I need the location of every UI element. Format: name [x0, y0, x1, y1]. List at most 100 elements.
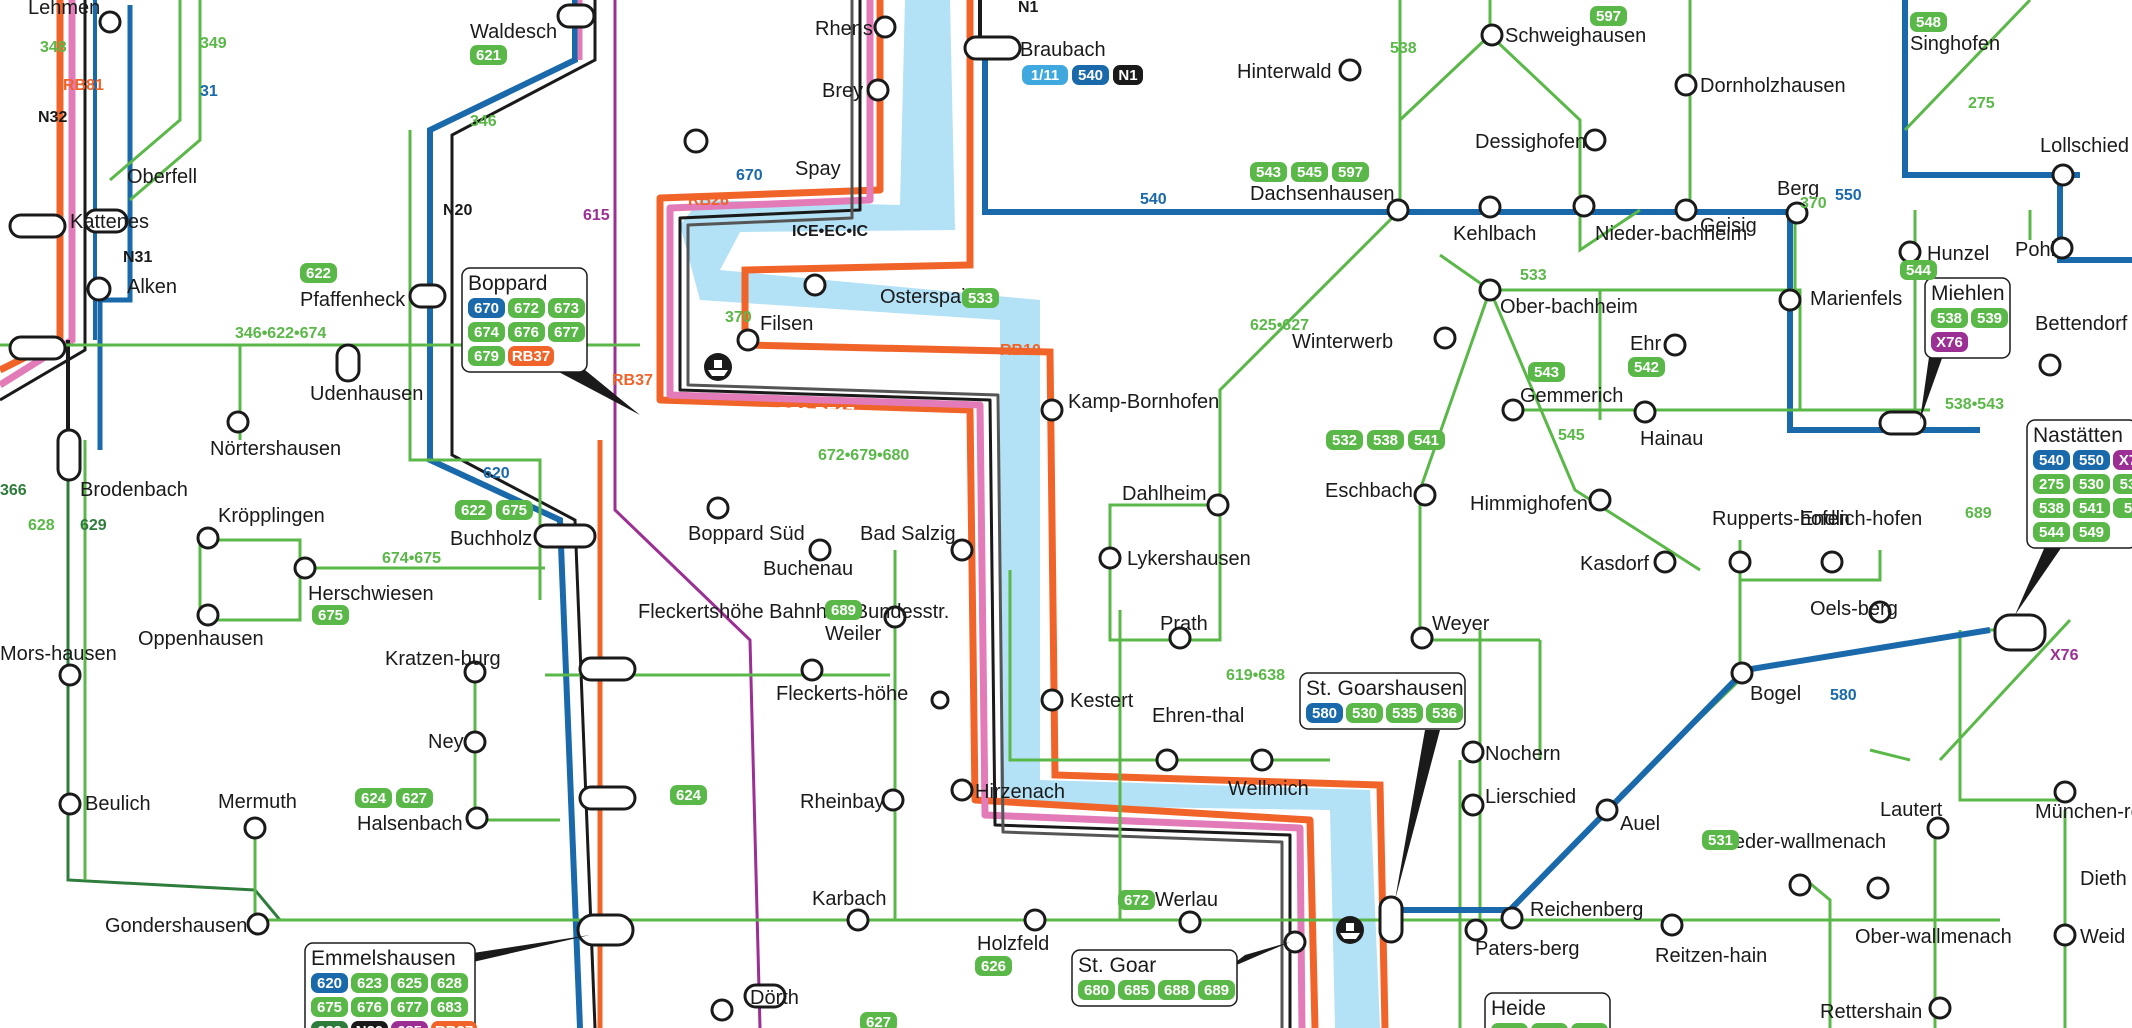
station-label: Kasdorf	[1580, 553, 1649, 575]
svg-text:543: 543	[1534, 364, 1559, 381]
line-label: 545	[1558, 427, 1585, 444]
svg-text:533: 533	[968, 290, 993, 307]
line-label: RB26	[688, 192, 729, 209]
station-label: Mors-hausen	[0, 643, 117, 665]
route-badge: 550	[2073, 450, 2110, 470]
line-label: 346•622•674	[235, 325, 326, 342]
line-label: N31	[123, 249, 152, 266]
line-label: 580	[1830, 687, 1857, 704]
station-label: Gondershausen	[105, 915, 247, 937]
route-badge: 625	[391, 973, 428, 993]
line-label: 348	[40, 39, 67, 56]
station-label: Oberfell	[127, 166, 197, 188]
svg-text:689: 689	[831, 602, 856, 619]
route-badge: 685	[1118, 980, 1155, 1000]
station-label: Dahlheim	[1122, 483, 1206, 505]
route-badge: 672	[508, 298, 545, 318]
line-labels: RB81 N32 N31 N20 N1 RB26 RB37 RB10 RE2•R…	[0, 0, 2079, 704]
line-label: 550	[1835, 187, 1862, 204]
svg-text:626: 626	[981, 958, 1006, 975]
station-label: Nieder-bachheim	[1595, 223, 1747, 245]
line-label: RB10	[1000, 342, 1041, 359]
station-label: Lautert	[1880, 799, 1943, 821]
station-label: Mermuth	[218, 791, 297, 813]
station-label: Dieth	[2080, 868, 2127, 890]
station-label: Pfaffenheck	[300, 289, 406, 311]
svg-text:677: 677	[554, 324, 579, 341]
svg-text:580: 580	[1312, 705, 1337, 722]
svg-text:688: 688	[1164, 982, 1189, 999]
route-badge: 685	[391, 1021, 428, 1028]
line-label: 628	[28, 517, 55, 534]
station-label: Halsenbach	[357, 813, 463, 835]
station-label: Singhofen	[1910, 33, 2000, 55]
route-badge: 597	[1332, 162, 1369, 182]
station-label: Schweighausen	[1505, 25, 1646, 47]
svg-text:540: 540	[2039, 452, 2064, 469]
station-label: Kratzen-burg	[385, 648, 501, 670]
svg-text:531: 531	[1708, 832, 1733, 849]
svg-text:624: 624	[361, 790, 387, 807]
svg-text:532: 532	[1332, 432, 1357, 449]
route-badge: 531	[1491, 1023, 1528, 1028]
station-label: Bogel	[1750, 683, 1801, 705]
line-label: 370	[1800, 195, 1827, 212]
station-label: Filsen	[760, 313, 813, 335]
station-label: Hainau	[1640, 428, 1703, 450]
station-label: Nieder-wallmenach	[1715, 831, 1886, 853]
route-badge: 543	[1528, 362, 1565, 382]
station-label: Ehr	[1630, 333, 1661, 355]
route-badge: 621	[470, 45, 507, 65]
svg-text:5: 5	[2124, 500, 2132, 517]
station-label: Reitzen-hain	[1655, 945, 1767, 967]
rhine-river	[660, 0, 1380, 1028]
svg-text:548: 548	[1916, 14, 1941, 31]
station-label: Osterspai	[880, 286, 966, 308]
route-badge: 674	[468, 322, 505, 342]
route-badge: 275	[2033, 474, 2070, 494]
station-label: Rheinbay	[800, 791, 885, 813]
route-badge: 5	[2113, 498, 2132, 518]
line-label: 349	[200, 35, 227, 52]
svg-text:676: 676	[514, 324, 539, 341]
route-badge: 532	[1531, 1023, 1568, 1028]
svg-text:533: 533	[1577, 1025, 1602, 1028]
route-badge: 538	[1367, 430, 1404, 450]
station-label: Berg	[1777, 178, 1819, 200]
svg-text:629: 629	[317, 1023, 342, 1028]
svg-text:541: 541	[1414, 432, 1439, 449]
route-badge: 53	[2113, 474, 2132, 494]
route-badge: 544	[1900, 260, 1937, 280]
station-label: Boppard Süd	[688, 523, 805, 545]
svg-text:597: 597	[1596, 8, 1621, 25]
route-badge: X7	[2113, 450, 2132, 470]
route-badge: 620	[311, 973, 348, 993]
svg-text:532: 532	[1537, 1025, 1562, 1028]
route-badge: 540	[1072, 65, 1109, 85]
route-badge: 544	[2033, 522, 2070, 542]
route-badge: 530	[2073, 474, 2110, 494]
route-badge: N1	[1113, 65, 1143, 85]
station-label: Lykershausen	[1127, 548, 1251, 570]
svg-text:536: 536	[1432, 705, 1457, 722]
route-badge: 535	[1386, 703, 1423, 723]
route-badge: 536	[1426, 703, 1463, 723]
station-label: Hinterwald	[1237, 61, 1331, 83]
station-label: Kestert	[1070, 690, 1134, 712]
line-label: 366	[0, 482, 27, 499]
svg-text:622: 622	[306, 265, 331, 282]
callout-title: Emmelshausen	[311, 947, 456, 970]
line-label: 672•679•680	[818, 447, 909, 464]
svg-text:675: 675	[502, 502, 527, 519]
station-label: Kröpplingen	[218, 505, 325, 527]
station-label: Oels-berg	[1810, 598, 1898, 620]
station-label: Nochern	[1485, 743, 1561, 765]
station-label: Auel	[1620, 813, 1660, 835]
station-label: Fleckertshöhe Bahnhof/ Bundesstr.	[638, 601, 949, 623]
svg-text:541: 541	[2079, 500, 2104, 517]
line-label: N20	[443, 202, 472, 219]
svg-text:677: 677	[397, 999, 422, 1016]
line-label: X76	[2050, 647, 2079, 664]
